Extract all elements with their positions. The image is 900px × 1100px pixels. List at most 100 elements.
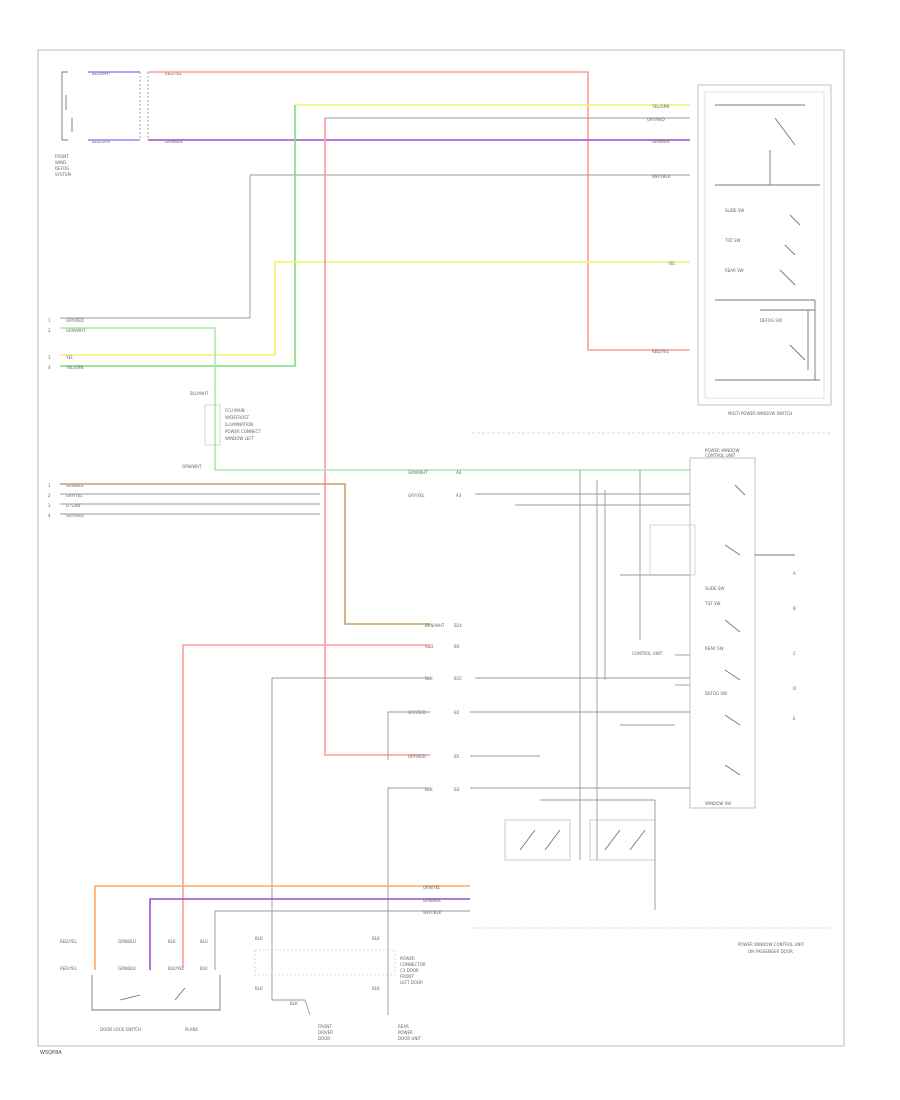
svg-text:WINDOW LEFT: WINDOW LEFT <box>225 436 255 441</box>
svg-text:B4: B4 <box>454 644 460 649</box>
svg-text:B5: B5 <box>454 754 460 759</box>
top-red-label: RED/YEL <box>165 71 183 76</box>
wire-gray-center-down <box>271 677 430 1000</box>
svg-text:3: 3 <box>48 503 51 508</box>
mid-right-label-2: GRY/YEL <box>408 493 425 498</box>
svg-text:E: E <box>793 716 796 721</box>
right-input-label-6: RED/YEL <box>652 349 670 354</box>
door-lock-switch: RED/YEL GRN/BLU BLK BLU RED/YEL GRN/BLK … <box>60 939 221 1011</box>
left-switch-label-3: DEFOG <box>55 166 69 171</box>
svg-text:ORN/YEL: ORN/YEL <box>423 885 441 890</box>
svg-text:4: 4 <box>48 365 51 370</box>
svg-text:W/DEFROST: W/DEFROST <box>225 415 250 420</box>
wire-lightgreen-mid <box>60 327 690 471</box>
svg-text:4: 4 <box>48 513 51 518</box>
top-purple-label: GRN/BLK <box>165 139 183 144</box>
wire-green-vertical <box>60 105 296 367</box>
svg-text:POWER WINDOW: POWER WINDOW <box>705 448 739 453</box>
right-section-label-1: POWER WINDOW CONTROL UNIT <box>738 942 805 947</box>
svg-text:ILLUMINATION: ILLUMINATION <box>225 422 253 427</box>
wire-brown <box>60 483 430 625</box>
svg-text:POWER: POWER <box>400 956 415 961</box>
door-lock-switch-label: DOOR LOCK SWITCH <box>100 1027 141 1032</box>
svg-text:BLK: BLK <box>425 787 433 792</box>
right-input-label-1: YEL/GRN <box>651 104 669 109</box>
svg-text:1: 1 <box>48 483 51 488</box>
multi-power-window-switch: SLIDE SW TILT SW REAR SW DEFOG SW <box>697 84 832 406</box>
svg-text:FCU MAIN: FCU MAIN <box>225 408 245 413</box>
svg-text:WHT/BLK: WHT/BLK <box>423 910 442 915</box>
svg-text:RED/YEL: RED/YEL <box>60 966 78 971</box>
svg-text:SLIDE SW: SLIDE SW <box>705 586 724 591</box>
svg-text:2: 2 <box>48 493 51 498</box>
svg-text:YEL: YEL <box>65 355 74 360</box>
svg-text:BLU/WHT: BLU/WHT <box>190 391 209 396</box>
svg-text:GRY/YEL: GRY/YEL <box>66 493 83 498</box>
svg-text:B15: B15 <box>454 676 462 681</box>
mid-pin-1: A4 <box>456 470 462 475</box>
svg-text:TILT SW: TILT SW <box>704 601 721 606</box>
svg-text:FRONT: FRONT <box>400 974 414 979</box>
right-input-label-5: YEL <box>667 261 676 266</box>
svg-text:GRN/BLU: GRN/BLU <box>118 939 136 944</box>
power-connector-center: BLK BLK BLK BLK BLK <box>254 936 396 1016</box>
front-wind-defog-switch: FRONT WIND DEFOG SYSTEM <box>55 71 149 177</box>
svg-text:BRN/WHT: BRN/WHT <box>425 623 445 628</box>
svg-text:GRY/RED: GRY/RED <box>66 318 84 323</box>
svg-text:D: D <box>793 686 796 691</box>
svg-text:DOOR UNIT: DOOR UNIT <box>398 1036 422 1041</box>
control-unit-label: CONTROL UNIT <box>632 651 663 656</box>
relay-group-center <box>504 799 656 910</box>
wire-red-lower <box>182 644 430 968</box>
svg-text:BLK: BLK <box>425 676 433 681</box>
right-input-label-2: GRY/RED <box>647 117 665 122</box>
wire-orange-bottom <box>94 885 470 970</box>
left-switch-label-2: WIND <box>55 160 66 165</box>
svg-text:RED: RED <box>425 644 433 649</box>
right-section-label-2: ON PASSENGER DOOR <box>748 949 793 954</box>
svg-text:WINDOW SW: WINDOW SW <box>705 801 731 806</box>
svg-text:GRY/RED: GRY/RED <box>66 513 84 518</box>
wire-gray-down <box>60 175 251 319</box>
svg-text:DEFOG SW: DEFOG SW <box>705 691 727 696</box>
svg-text:BLK: BLK <box>372 936 380 941</box>
mid-pin-2: A3 <box>456 493 462 498</box>
svg-text:B2: B2 <box>454 710 460 715</box>
svg-text:ORN/BLK: ORN/BLK <box>66 483 84 488</box>
plane-label: PLANE <box>185 1027 198 1032</box>
svg-text:GRN/BLK: GRN/BLK <box>118 966 136 971</box>
svg-text:B3: B3 <box>454 787 460 792</box>
left-switch-label-1: FRONT <box>55 154 69 159</box>
svg-text:B: B <box>793 606 796 611</box>
svg-text:RED/YEL: RED/YEL <box>60 939 78 944</box>
svg-text:POWER CONNECT: POWER CONNECT <box>225 429 261 434</box>
right-switch-label-1: SLIDE SW <box>725 208 744 213</box>
svg-text:C: C <box>793 651 796 656</box>
svg-text:GRY/RED: GRY/RED <box>408 710 426 715</box>
svg-text:BLK/YEL: BLK/YEL <box>168 966 185 971</box>
power-window-control-unit: POWER WINDOW CONTROL UNIT SLIDE SW TILT … <box>689 448 795 809</box>
left-switch-label-4: SYSTEM <box>55 172 71 177</box>
svg-text:BLK: BLK <box>168 939 176 944</box>
footer-id: W5QP8A <box>40 1050 62 1056</box>
svg-text:CONTROL UNIT: CONTROL UNIT <box>705 453 736 458</box>
wire-red-center-vertical <box>324 118 430 756</box>
right-switch-label-3: REAR SW <box>725 268 744 273</box>
svg-text:A: A <box>793 571 796 576</box>
wire-gray-bottom <box>214 910 470 970</box>
svg-text:3: 3 <box>48 355 51 360</box>
left-lower-connector: 1 2 3 4 ORN/BLK GRY/YEL LT GRN GRY/RED <box>48 483 84 518</box>
mid-right-label-1: GRN/WHT <box>408 470 428 475</box>
multi-power-window-switch-label: MULTI POWER WINDOW SWITCH <box>728 411 792 416</box>
svg-text:LEFT DOOR: LEFT DOOR <box>400 980 423 985</box>
svg-text:POWER: POWER <box>398 1030 413 1035</box>
svg-text:GRY/RED: GRY/RED <box>408 754 426 759</box>
top-left-wire-label-2: BLK/GRN <box>92 139 110 144</box>
svg-text:BLK: BLK <box>255 986 263 991</box>
left-mid-connector: 1 2 3 4 GRY/RED GRN/WHT YEL YEL/GRN <box>48 318 86 370</box>
right-input-label-3: GRN/BLK <box>652 139 670 144</box>
right-input-label-4: WHT/BLK <box>652 174 671 179</box>
svg-text:DOOR: DOOR <box>318 1036 330 1041</box>
svg-text:GRN/WHT: GRN/WHT <box>66 328 86 333</box>
right-switch-label-2: TILT SW <box>724 238 741 243</box>
